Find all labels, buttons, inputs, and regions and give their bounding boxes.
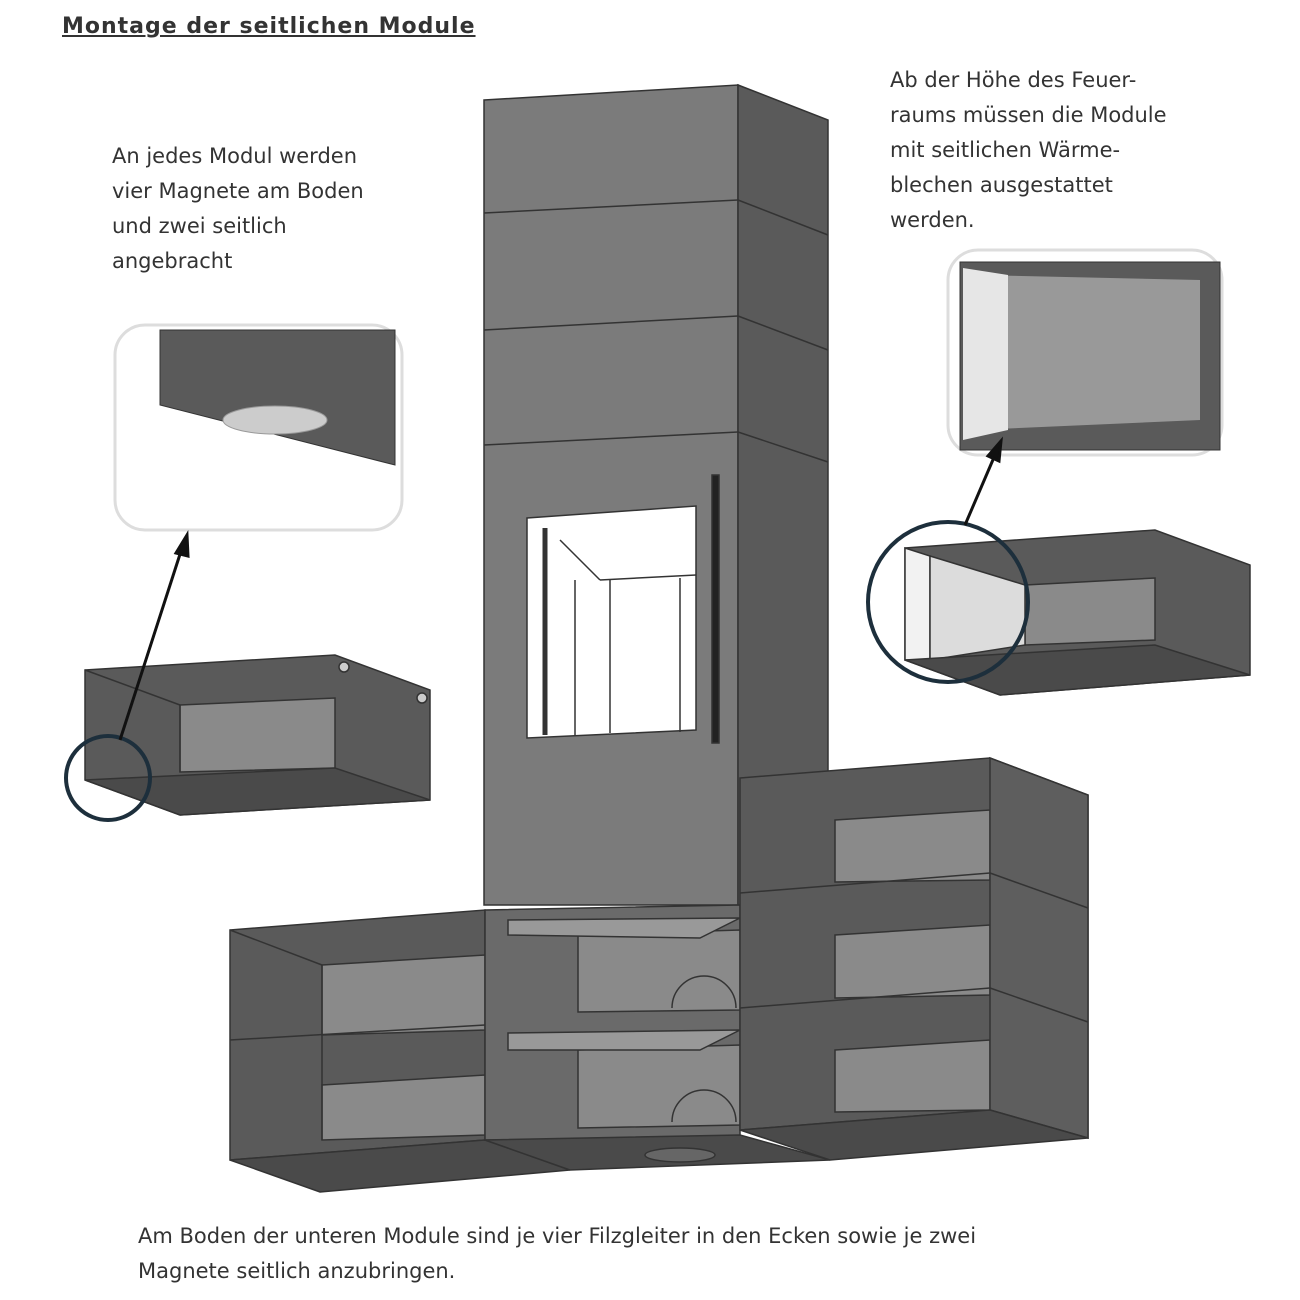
- callout-heat-shield-detail: [946, 248, 1224, 457]
- module-right-stack: [739, 756, 1089, 1161]
- firebox-window: [526, 505, 697, 739]
- note-felt-pads: Am Boden der unteren Module sind je vier…: [138, 1224, 977, 1283]
- note-heat-shields: Ab der Höhe des Feuer- raums müssen die …: [890, 68, 1167, 232]
- module-bottom-left: [229, 909, 571, 1193]
- module-detail-right: [904, 529, 1251, 696]
- door-handle: [711, 474, 720, 744]
- module-detail-left: [84, 654, 431, 816]
- highlight-circle-shield: [866, 520, 1030, 684]
- module-bottom-center: [484, 904, 831, 1171]
- note-magnets: An jedes Modul werden vier Magnete am Bo…: [112, 144, 364, 273]
- callout-magnet-detail: [113, 323, 404, 532]
- pointer-arrows: [118, 436, 1003, 741]
- highlight-circle-magnet: [64, 734, 152, 822]
- page-title: Montage der seitlichen Module: [62, 14, 476, 39]
